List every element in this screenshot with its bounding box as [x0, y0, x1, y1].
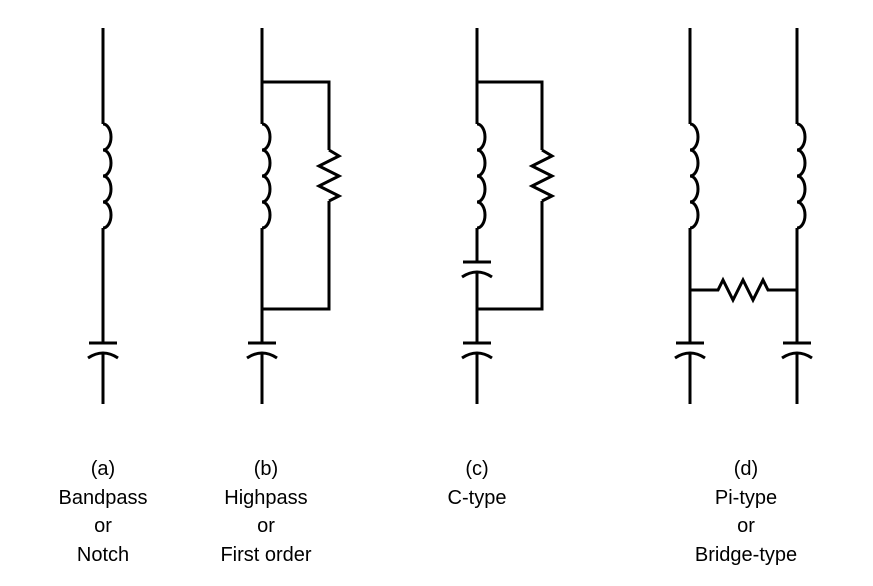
- circuit-d: [674, 28, 813, 404]
- circuit-c: [461, 28, 556, 404]
- caption-b-tag: (b): [253, 458, 279, 480]
- wire-b-bottom-branch: [262, 201, 331, 311]
- caption-c-line-1: C-type: [447, 486, 507, 509]
- caption-d-line-1: Pi-type: [714, 486, 778, 509]
- caption-a-line-2: or: [94, 515, 112, 537]
- circuit-a: [87, 28, 119, 404]
- caption-b: (b) Highpass or First order: [186, 455, 346, 569]
- caption-a-tag: (a): [90, 458, 116, 480]
- circuit-b: [246, 28, 343, 404]
- caption-d-line-3: Bridge-type: [694, 543, 798, 566]
- caption-c-tag: (c): [465, 458, 489, 480]
- wire-b-top-branch: [262, 80, 331, 150]
- caption-a-line-3: Notch: [76, 543, 130, 566]
- resistor-c: [528, 148, 556, 203]
- inductor-a: [102, 122, 113, 230]
- caption-d: (d) Pi-type or Bridge-type: [666, 455, 826, 569]
- inductor-c: [476, 122, 487, 230]
- inductor-b: [261, 122, 272, 230]
- inductor-d-right: [796, 122, 807, 230]
- wire-c-top-branch: [477, 80, 544, 150]
- wire-c-bottom-branch: [477, 201, 544, 311]
- caption-d-line-2: or: [737, 515, 755, 537]
- caption-b-line-2: or: [257, 515, 275, 537]
- caption-d-tag: (d): [733, 458, 759, 480]
- caption-a-line-1: Bandpass: [58, 486, 148, 509]
- inductor-d-left: [689, 122, 700, 230]
- caption-c: (c) C-type: [397, 455, 557, 512]
- bridge-resistor-d: [690, 276, 797, 304]
- caption-b-line-1: Highpass: [224, 486, 308, 509]
- caption-a: (a) Bandpass or Notch: [23, 455, 183, 569]
- caption-b-line-3: First order: [220, 543, 312, 566]
- resistor-b: [315, 148, 343, 203]
